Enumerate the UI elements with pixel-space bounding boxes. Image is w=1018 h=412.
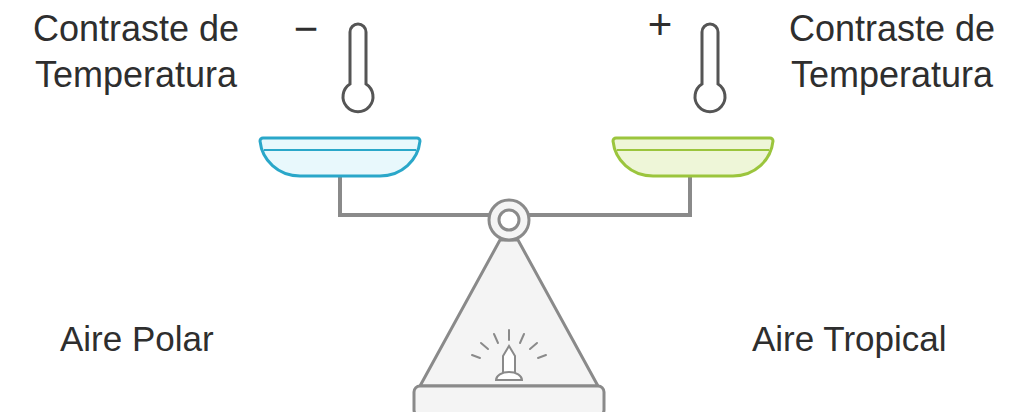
sign-symbol: + — [640, 2, 680, 48]
air-mass-label: Aire Polar — [60, 318, 300, 360]
thermometer-icon — [695, 24, 725, 112]
scale-pan — [613, 138, 773, 176]
scale-pan — [264, 149, 416, 151]
side-label: Contraste de Temperatura — [762, 6, 1018, 98]
side-label: Contraste de Temperatura — [0, 6, 272, 98]
scale-base — [414, 386, 604, 412]
air-mass-label: Aire Tropical — [752, 318, 1012, 360]
sign-symbol: − — [286, 6, 326, 52]
scale-pivot — [499, 210, 519, 230]
scale-stand — [420, 240, 598, 386]
scale-pivot — [489, 200, 529, 240]
gauge-needle — [503, 346, 515, 374]
thermometer-icon — [343, 24, 373, 112]
scale-pan — [260, 138, 420, 176]
gauge-hub — [496, 372, 522, 380]
scale-pan — [617, 149, 769, 151]
